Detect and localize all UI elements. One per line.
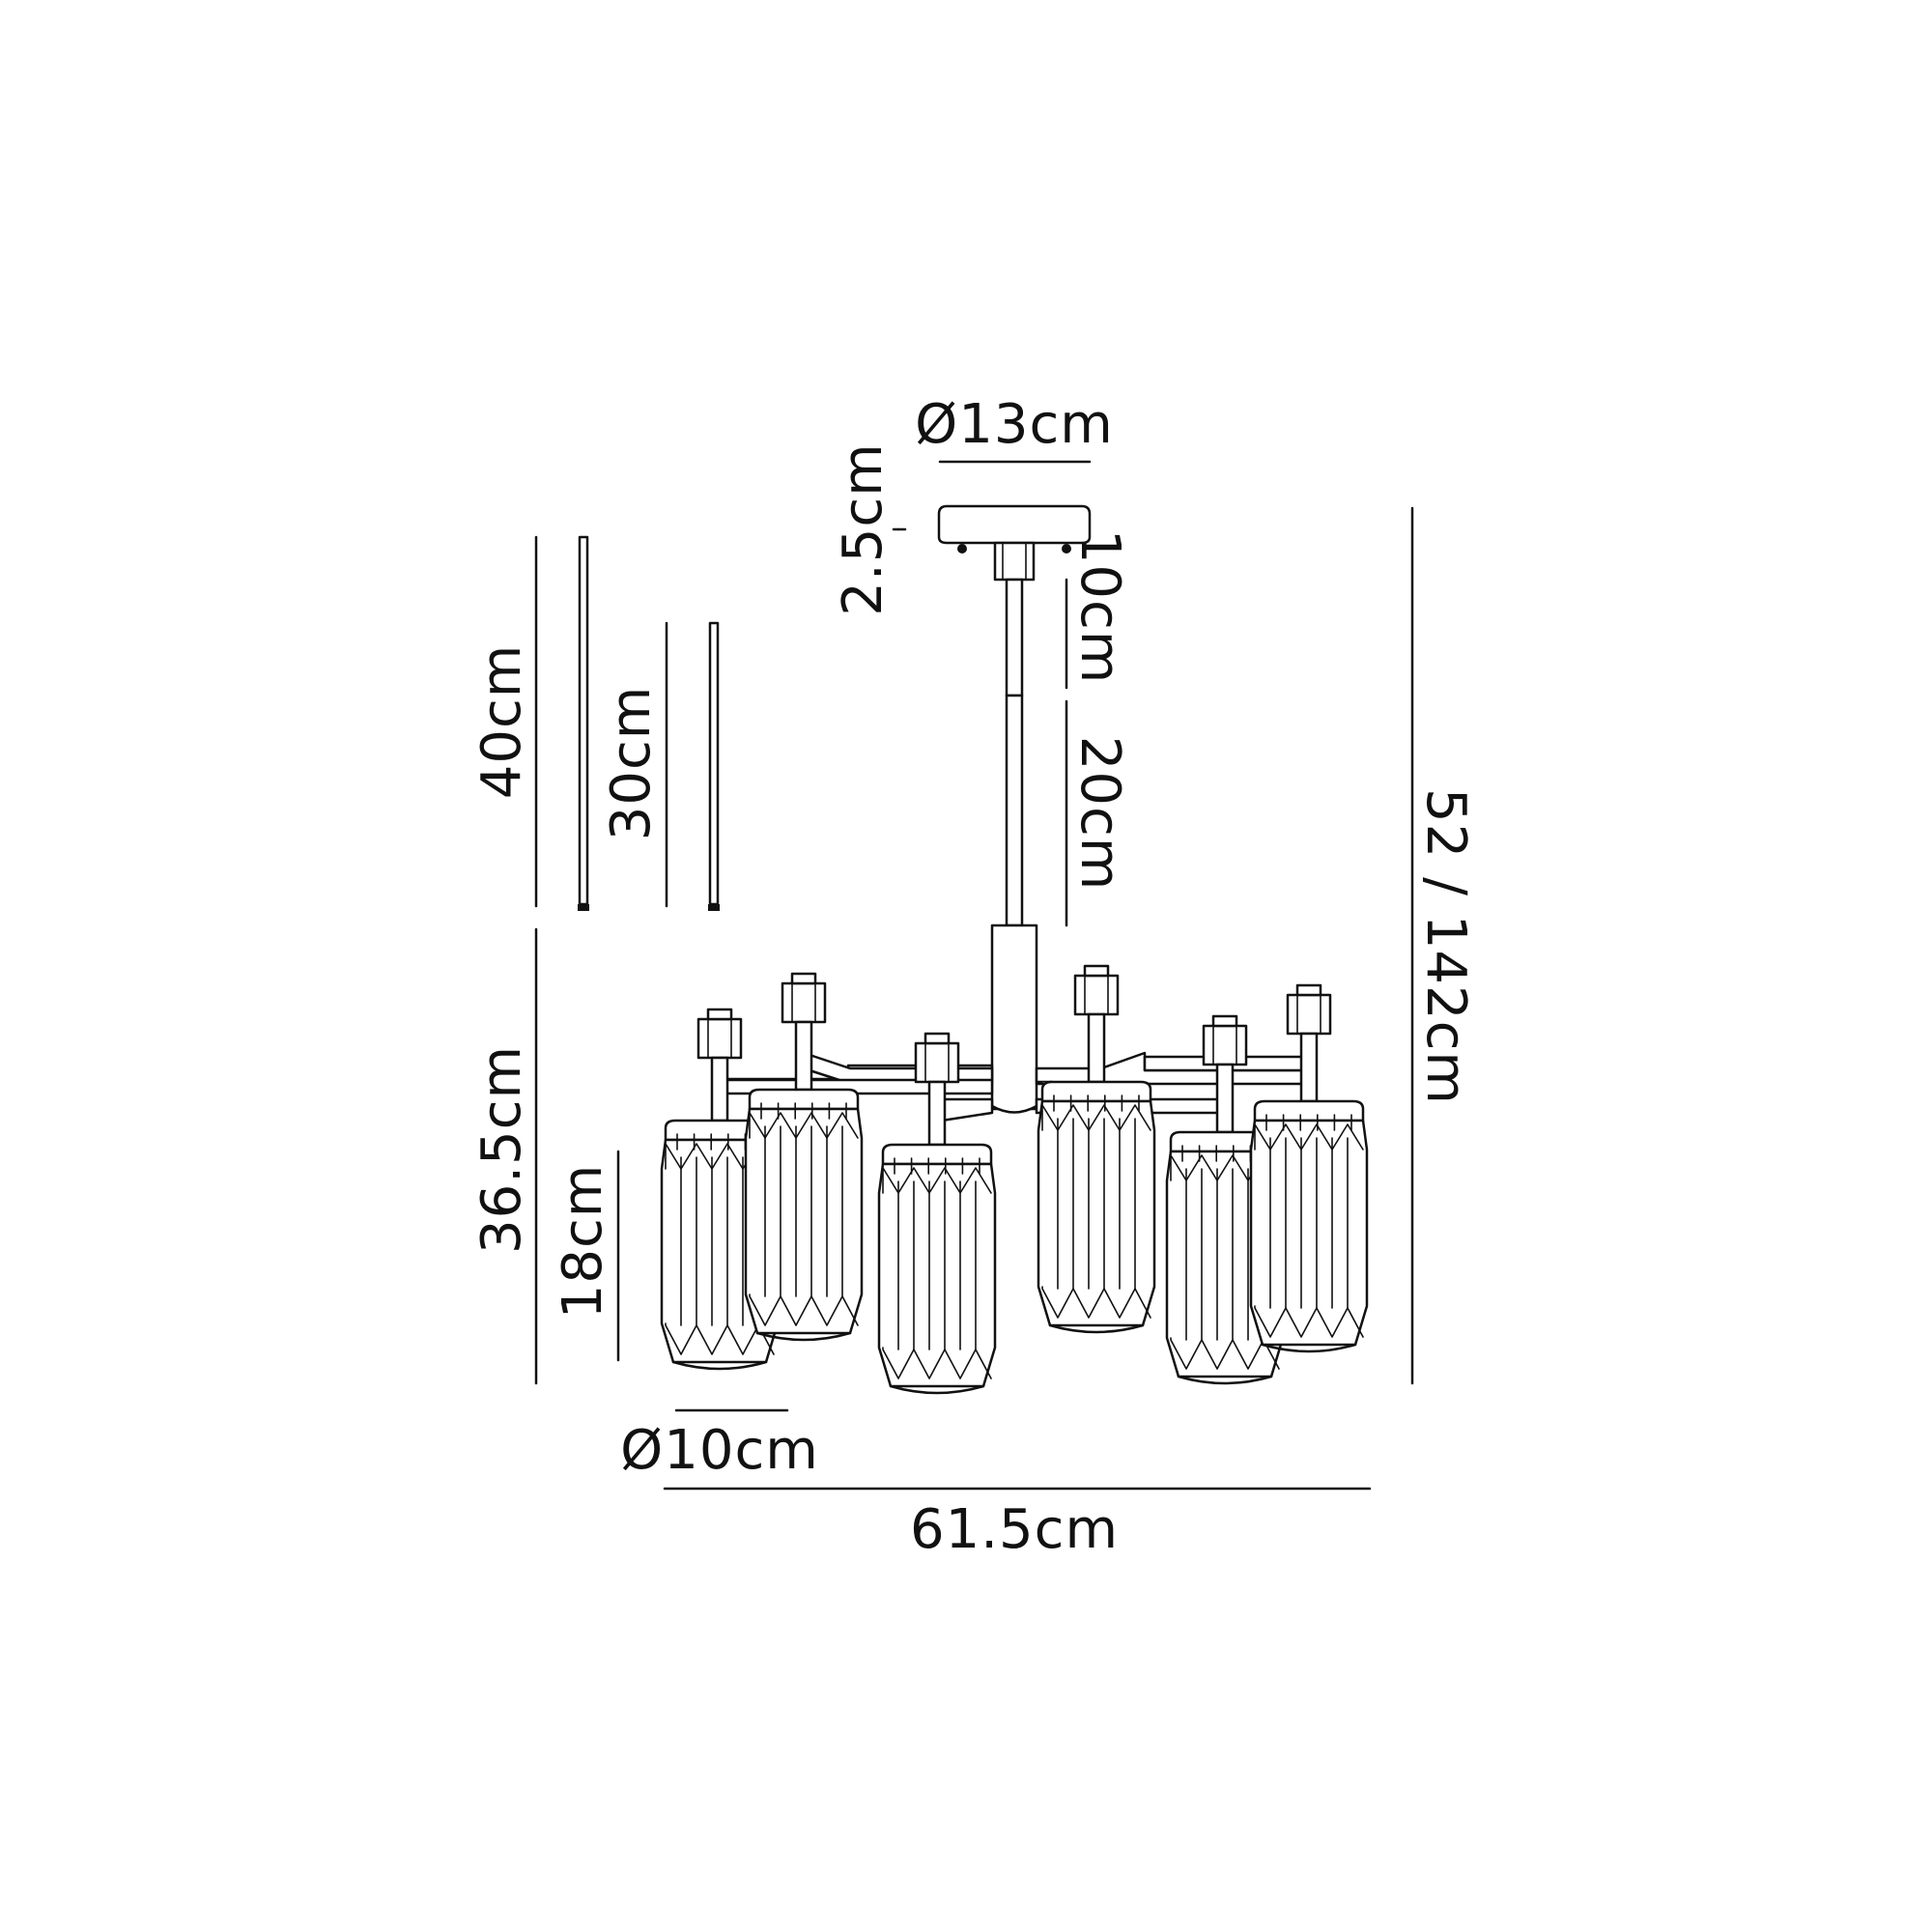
lamp-stem — [1299, 1032, 1319, 1103]
lamp-head-2 — [744, 972, 864, 1342]
suspension-rod — [1005, 578, 1024, 927]
lamp-bottom-rim — [1048, 1323, 1145, 1334]
lamp-gallery — [1253, 1099, 1365, 1122]
overall-height-label: 52 / 142cm — [1414, 788, 1477, 1105]
body-height-label: 36.5cm — [470, 1045, 533, 1254]
lamp-nut-top — [1211, 1014, 1238, 1028]
center-body — [990, 923, 1038, 1114]
lamp-nut — [781, 981, 827, 1024]
lamp-nut-top — [706, 1008, 733, 1021]
lamp-nut — [1202, 1024, 1248, 1066]
lamp-nut-top — [923, 1032, 951, 1045]
lamp-gallery — [1040, 1080, 1152, 1103]
lamp-nut-top — [1083, 964, 1110, 978]
shade-height-label: 18cm — [552, 1164, 614, 1320]
lamp-head-4 — [1037, 964, 1156, 1334]
lamp-nut-top — [790, 972, 817, 985]
shade-diameter-label: Ø10cm — [620, 1419, 819, 1482]
lamp-gallery — [881, 1143, 993, 1166]
lamp-head-6 — [1249, 983, 1369, 1353]
lamp-bottom-rim — [1177, 1375, 1273, 1385]
lamp-stem — [794, 1020, 813, 1092]
lamp-head-3 — [877, 1032, 997, 1395]
lamp-bottom-rim — [1261, 1343, 1357, 1353]
canopy-diameter-label: Ø13cm — [915, 393, 1114, 456]
rod-10-label: 10cm — [1068, 529, 1131, 685]
extension-rod-30 — [708, 621, 720, 911]
lamp-bottom-rim — [755, 1331, 852, 1342]
lamp-gallery — [748, 1088, 860, 1111]
lamp-nut — [1073, 974, 1120, 1016]
rod-20-label: 20cm — [1068, 736, 1131, 892]
lamp-stem — [710, 1056, 729, 1122]
rod-40-label: 40cm — [470, 644, 533, 800]
canopy-nut — [993, 541, 1036, 582]
lamp-stem — [1215, 1063, 1235, 1134]
overall-width-label: 61.5cm — [910, 1498, 1119, 1561]
ceiling-canopy — [937, 504, 1092, 554]
lamp-nut — [1286, 993, 1332, 1036]
lamp-bottom-rim — [671, 1360, 768, 1371]
canopy-height-label: 2.5cm — [832, 442, 895, 615]
extension-rod-40 — [578, 535, 589, 911]
lamp-stem — [927, 1080, 947, 1147]
lamp-nut — [914, 1041, 960, 1084]
lamp-nut — [696, 1017, 743, 1060]
lamp-stem — [1087, 1012, 1106, 1084]
lamp-bottom-rim — [889, 1384, 985, 1395]
lamp-heads — [660, 964, 1369, 1395]
lamp-nut-top — [1295, 983, 1322, 997]
rod-30-label: 30cm — [600, 686, 663, 841]
